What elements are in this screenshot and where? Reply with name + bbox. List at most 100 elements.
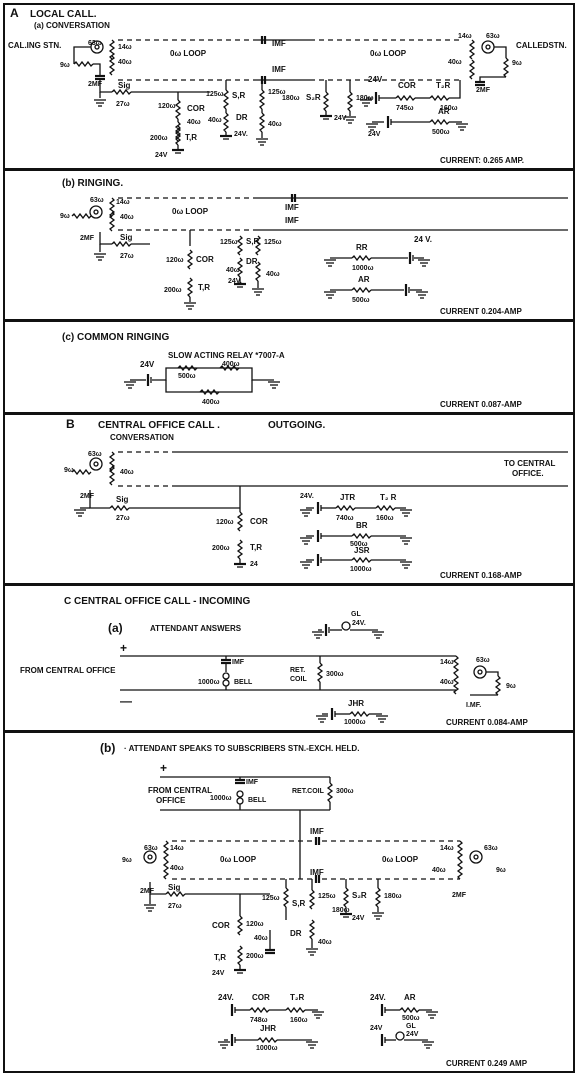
cor-r-label: COR xyxy=(398,81,416,90)
c-400b: 400ω xyxy=(202,399,220,406)
to-central-1: TO CENTRAL xyxy=(504,459,556,468)
label-9b: 9ω xyxy=(512,60,522,67)
Cb-180b: 180ω xyxy=(384,893,402,900)
Cb-imf: IMF xyxy=(246,779,259,786)
rb-27: 27ω xyxy=(120,253,134,260)
panel-a-subtitle: (a) CONVERSATION xyxy=(34,21,110,30)
panel-c-current: CURRENT 0.087-AMP xyxy=(440,400,522,409)
Cb-sig: Sig xyxy=(168,883,181,892)
panel-Cb-current: CURRENT 0.249 AMP xyxy=(446,1059,528,1068)
bell-icon xyxy=(222,672,230,680)
panel-B-letter: B xyxy=(66,417,75,431)
Cb-300: 300ω xyxy=(336,788,354,795)
v24ar-label: 24V xyxy=(368,131,381,138)
Cb-gl-24a: 24V xyxy=(370,1025,383,1032)
br-label: BR xyxy=(356,521,368,530)
panel-C-title: C CENTRAL OFFICE CALL - INCOMING xyxy=(64,596,251,607)
Cb-from1: FROM CENTRAL xyxy=(148,786,212,795)
Cb-retcoil: RET.COIL xyxy=(292,788,325,795)
rb-imf2: IMF xyxy=(285,216,299,225)
r200-label: 200ω xyxy=(150,135,168,142)
Cb-40r: 40ω xyxy=(432,867,446,874)
panel-C-current: CURRENT 0.084-AMP xyxy=(446,718,528,727)
t2r-label: T₂R xyxy=(436,81,450,90)
jtr-label: JTR xyxy=(340,493,355,502)
cor-label: COR xyxy=(187,104,205,113)
C-300: 300ω xyxy=(326,671,344,678)
panel-B-outgoing: OUTGOING. xyxy=(268,420,325,431)
rb-24: 24V. xyxy=(228,278,242,285)
B-200: 200ω xyxy=(212,545,230,552)
rb-loop: 0ω LOOP xyxy=(172,207,209,216)
rr-24v: 24 V. xyxy=(414,235,432,244)
Cb-ar: AR xyxy=(404,993,416,1002)
Cb-63: 63ω xyxy=(144,845,158,852)
Cb-from2: OFFICE xyxy=(156,796,186,805)
to-central-2: OFFICE. xyxy=(512,469,544,478)
C-a-text: ATTENDANT ANSWERS xyxy=(150,624,242,633)
Cb-40d: 40ω xyxy=(318,939,332,946)
calling-station-label: CAL.ING STN. xyxy=(8,41,61,50)
rb-200: 200ω xyxy=(164,287,182,294)
Cb-27: 27ω xyxy=(168,903,182,910)
Cb-40c: 40ω xyxy=(254,935,268,942)
C-jhr: JHR xyxy=(348,699,364,708)
r160-label: 160ω xyxy=(440,105,458,112)
r125b-label: 125ω xyxy=(268,89,286,96)
Cb-9: 9ω xyxy=(122,857,132,864)
Cb-24v-cor: 24V. xyxy=(218,993,234,1002)
loop-right-label: 0ω LOOP xyxy=(370,49,407,58)
B-sig: Sig xyxy=(116,495,129,504)
rb-9: 9ω xyxy=(60,213,70,220)
r180-label: 180ω xyxy=(282,95,300,102)
sig-label: Sig xyxy=(118,81,131,90)
label-63b: 63ω xyxy=(486,33,500,40)
tr-label: T,R xyxy=(185,133,197,142)
C-1000: 1000ω xyxy=(198,679,220,686)
v24r-label: 24V xyxy=(368,75,383,84)
r120-label: 120ω xyxy=(158,103,176,110)
ringing-station-icon xyxy=(89,205,103,219)
lamp-icon xyxy=(341,621,351,631)
Cb-loop-left: 0ω LOOP xyxy=(220,855,257,864)
r40d-label: 40ω xyxy=(268,121,282,128)
ar-label: AR xyxy=(438,107,450,116)
label-63: 63ω xyxy=(88,40,102,47)
C-ret2: COIL xyxy=(290,676,307,683)
called-station-label: CALLEDSTN. xyxy=(516,41,567,50)
C-bell: BELL xyxy=(234,679,253,686)
imf-bottom: IMF xyxy=(272,65,286,74)
r125-label: 125ω xyxy=(206,91,224,98)
C-imf: IMF xyxy=(232,659,245,666)
rb-63: 63ω xyxy=(90,197,104,204)
ar-b-500: 500ω xyxy=(352,297,370,304)
B-24s: 24 xyxy=(250,561,258,568)
rb-40: 40ω xyxy=(120,214,134,221)
label-2mfb: 2MF xyxy=(476,87,491,94)
Cb-cor2: COR xyxy=(252,993,270,1002)
panel-b-ringing: (b) RINGING. 63ω 14ω 40ω 9ω 2MF 0ω LOOP … xyxy=(3,169,575,321)
Cb-125b: 125ω xyxy=(318,893,336,900)
panel-a-title: LOCAL CALL. xyxy=(30,9,97,20)
Cb-748: 748ω xyxy=(250,1017,268,1024)
label-40b: 40ω xyxy=(448,59,462,66)
jtr-740: 740ω xyxy=(336,515,354,522)
Cb-sir: S,R xyxy=(292,899,306,908)
Cb-left-station-icon xyxy=(143,850,157,864)
r745-label: 745ω xyxy=(396,105,414,112)
s2r-label: S₂R xyxy=(306,93,321,102)
rb-14: 14ω xyxy=(116,199,130,206)
panel-c-title: (c) COMMON RINGING xyxy=(62,332,169,343)
rb-tr: T,R xyxy=(198,283,210,292)
c-500: 500ω xyxy=(178,373,196,380)
outgoing-station-icon xyxy=(89,457,103,471)
panel-B-subtitle: CONVERSATION xyxy=(110,433,174,442)
B-120: 120ω xyxy=(216,519,234,526)
Cb-ar-24: 24V. xyxy=(370,993,386,1002)
B-cor: COR xyxy=(250,517,268,526)
rr-1000: 1000ω xyxy=(352,265,374,272)
r27-label: 27ω xyxy=(116,101,130,108)
Cb-bell: BELL xyxy=(248,797,267,804)
panel-a-current: CURRENT: 0.265 AMP. xyxy=(440,156,524,165)
